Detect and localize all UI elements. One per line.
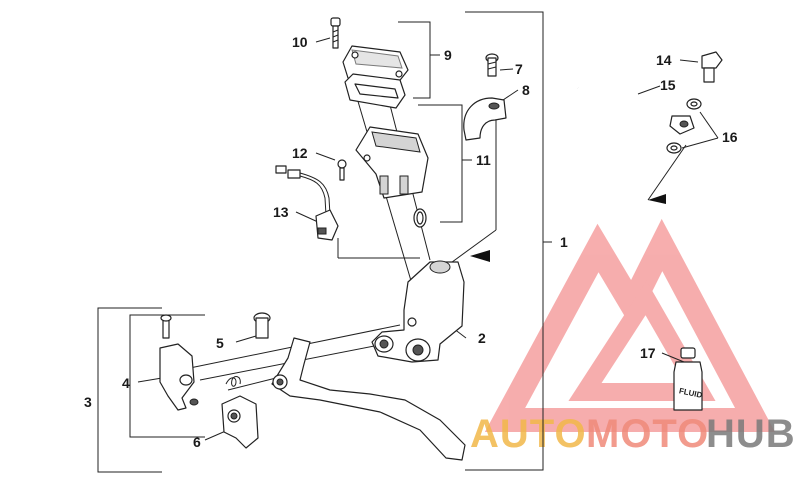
callout-1: 1 xyxy=(560,234,568,250)
watermark-auto: AUTO xyxy=(470,412,587,456)
part-17-fluid-bottle: FLUID xyxy=(673,347,703,411)
callout-9: 9 xyxy=(444,47,452,63)
part-4-adjuster-assembly xyxy=(159,314,241,411)
bracket-11 xyxy=(418,104,472,223)
callout-16: 16 xyxy=(722,129,738,145)
watermark-logo xyxy=(484,218,775,432)
part-11-reservoir xyxy=(355,126,429,228)
callout-10: 10 xyxy=(292,34,308,50)
bracket-9 xyxy=(398,21,440,99)
callout-14: 14 xyxy=(656,52,672,68)
part-9-reservoir-cover xyxy=(342,45,409,109)
watermark-triangle-inner xyxy=(568,280,716,401)
part-7-bolt xyxy=(485,53,499,77)
watermark-triangle-outer xyxy=(484,218,775,432)
callout-13: 13 xyxy=(273,204,289,220)
callout-3: 3 xyxy=(84,394,92,410)
callout-5: 5 xyxy=(216,335,224,351)
callout-15: 15 xyxy=(660,77,676,93)
callout-7: 7 xyxy=(515,61,523,77)
callout-12: 12 xyxy=(292,145,308,161)
direction-arrows xyxy=(470,194,666,262)
part-15-brake-hose xyxy=(577,86,695,135)
callout-2: 2 xyxy=(478,330,486,346)
watermark-moto: MOTO xyxy=(586,412,709,456)
callout-17: 17 xyxy=(640,345,656,361)
callout-4: 4 xyxy=(122,375,130,391)
callouts: 1 2 3 4 5 6 7 8 9 10 11 12 13 14 15 16 1… xyxy=(84,34,738,450)
part-6-pivot-block xyxy=(221,395,259,449)
part-16-washers xyxy=(666,98,702,154)
bracket-1 xyxy=(465,11,552,471)
watermark-text: AUTO MOTO HUB xyxy=(470,412,796,456)
bracket-3 xyxy=(97,307,162,473)
part-5-pivot-bolt xyxy=(253,312,271,339)
callout-6: 6 xyxy=(193,434,201,450)
brake-lever xyxy=(271,337,466,461)
callout-11: 11 xyxy=(476,152,491,168)
part-13-brake-switch xyxy=(275,165,339,241)
part-14-banjo-bolt xyxy=(701,51,723,83)
callout-8: 8 xyxy=(522,82,530,98)
part-8-clamp xyxy=(463,97,507,141)
watermark-hub: HUB xyxy=(706,412,796,456)
part-12-screw xyxy=(337,159,347,181)
part-2-master-cylinder xyxy=(371,260,465,363)
part-10-screw xyxy=(330,17,341,49)
